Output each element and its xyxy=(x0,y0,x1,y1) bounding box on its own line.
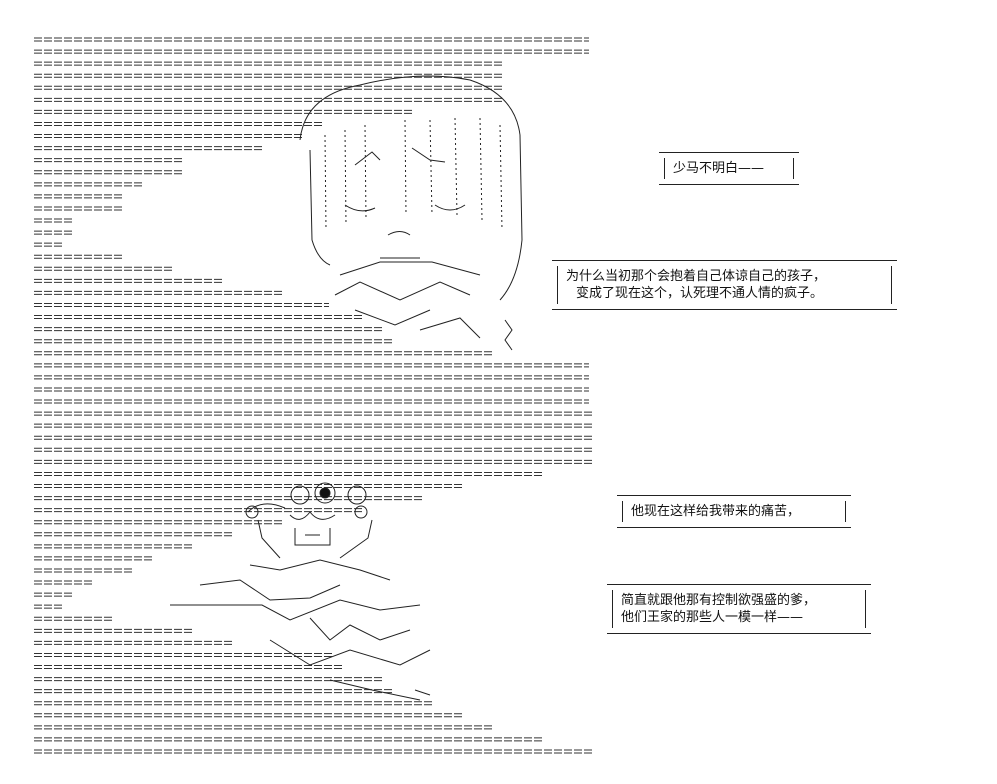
caption-box-3: 他现在这样给我带来的痛苦， xyxy=(617,495,851,528)
caption-box-4: 简直就跟他那有控制欲强盛的爹， 他们王家的那些人一模一样—— xyxy=(607,584,871,634)
caption-2-line-2: 变成了现在这个，认死理不通人情的疯子。 xyxy=(576,286,824,301)
caption-1-line-1: 少马不明白—— xyxy=(673,161,765,176)
lower-figure xyxy=(170,482,431,701)
upper-figure xyxy=(299,75,523,351)
caption-4-line-1: 简直就跟他那有控制欲强盛的爹， xyxy=(621,593,817,608)
caption-2-line-1: 为什么当初那个会抱着自己体谅自己的孩子， xyxy=(566,269,827,284)
caption-3-line-1: 他现在这样给我带来的痛苦， xyxy=(631,504,801,519)
caption-4-line-2: 他们王家的那些人一模一样—— xyxy=(621,610,804,625)
caption-box-1: 少马不明白—— xyxy=(659,152,799,185)
speed-lines xyxy=(34,37,594,754)
caption-box-2: 为什么当初那个会抱着自己体谅自己的孩子， 变成了现在这个，认死理不通人情的疯子。 xyxy=(552,260,897,310)
